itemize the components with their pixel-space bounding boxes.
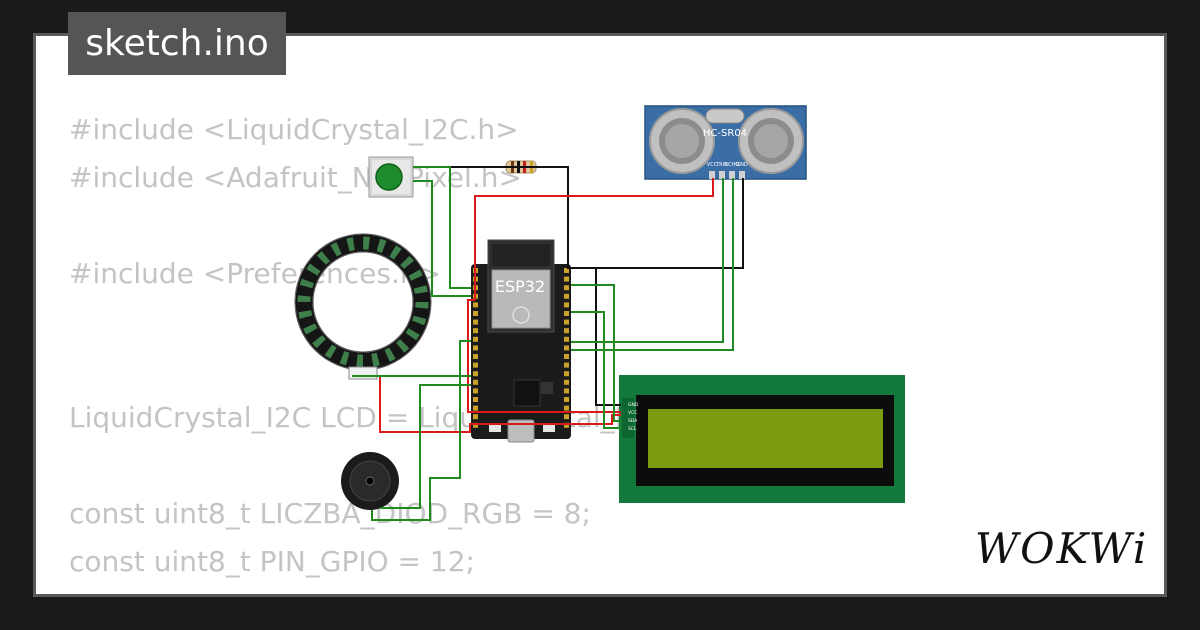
lcd-pin-label: VCC bbox=[628, 410, 637, 416]
sensor-label: HC-SR04 bbox=[703, 128, 747, 139]
esp32-pin bbox=[473, 422, 478, 428]
esp32-pin bbox=[473, 362, 478, 368]
esp32-pin bbox=[473, 388, 478, 394]
esp32-pin bbox=[564, 302, 569, 308]
neopixel-ring bbox=[294, 233, 432, 380]
code-line: const uint8_t LICZBA_DIOD_RGB = 8; bbox=[69, 497, 591, 530]
esp32-pin bbox=[564, 328, 569, 334]
code-line: const uint8_t PIN_GPIO = 12; bbox=[69, 545, 475, 578]
esp32-pins-right bbox=[564, 268, 569, 428]
esp32-pin bbox=[473, 414, 478, 420]
esp32-pin bbox=[564, 354, 569, 359]
esp32-pin bbox=[564, 293, 569, 299]
esp32-pin bbox=[564, 362, 569, 368]
esp32-pin bbox=[564, 388, 569, 394]
ultrasonic-sensor: HC-SR04 VCC TRIG ECHO GND bbox=[644, 105, 807, 180]
lcd-pin-label: SDA bbox=[628, 418, 638, 424]
esp32-pin bbox=[473, 311, 478, 316]
sensor-pin-label: GND bbox=[736, 162, 748, 168]
wire-black bbox=[568, 267, 621, 406]
code-background: #include <LiquidCrystal_I2C.h>#include <… bbox=[69, 106, 1083, 594]
wire-red bbox=[379, 376, 621, 433]
code-line: #include <LiquidCrystal_I2C.h> bbox=[69, 113, 519, 146]
esp32-pin bbox=[473, 345, 478, 351]
wire-green bbox=[371, 340, 471, 521]
esp32-pin bbox=[473, 405, 478, 411]
sensor-pin-label: VCC bbox=[707, 162, 718, 168]
esp32-pin bbox=[473, 319, 478, 325]
file-name-label: sketch.ino bbox=[68, 12, 286, 75]
lcd-pin-label: SCL bbox=[628, 426, 637, 432]
esp32-pin bbox=[564, 319, 569, 325]
esp32-pin bbox=[564, 379, 569, 385]
wire-green bbox=[380, 384, 471, 509]
wires bbox=[352, 166, 744, 521]
esp32-pin bbox=[564, 405, 569, 411]
code-line: Adafruit_NeoPixel pasek = Adafruit_NeoPi… bbox=[69, 586, 1083, 594]
esp32-board: ESP32 bbox=[471, 239, 571, 443]
pushbutton bbox=[368, 156, 414, 198]
esp32-pin bbox=[564, 285, 569, 291]
buzzer bbox=[341, 452, 399, 510]
esp32-pin bbox=[473, 302, 478, 308]
esp32-pin bbox=[564, 276, 569, 282]
esp32-pin bbox=[564, 311, 569, 316]
wire-green bbox=[571, 311, 621, 429]
wire-red bbox=[474, 178, 714, 300]
esp32-pin bbox=[473, 397, 478, 402]
preview-card: #include <LiquidCrystal_I2C.h>#include <… bbox=[33, 33, 1167, 597]
esp32-pin bbox=[473, 328, 478, 334]
esp32-pin bbox=[564, 268, 569, 273]
esp32-pin bbox=[473, 379, 478, 385]
sensor-pin-label: TRIG bbox=[715, 162, 728, 168]
esp32-pin bbox=[564, 422, 569, 428]
lcd-pin-label: GND bbox=[628, 402, 639, 408]
wire-green bbox=[571, 178, 724, 343]
esp32-pin bbox=[473, 336, 478, 342]
lcd-display: GND VCC SDA SCL bbox=[619, 375, 905, 503]
esp32-pin bbox=[564, 414, 569, 420]
wire-green bbox=[571, 178, 734, 351]
esp32-pin bbox=[564, 397, 569, 402]
esp32-pin bbox=[473, 371, 478, 377]
sensor-pin-label: ECHO bbox=[725, 162, 739, 168]
esp32-pin bbox=[564, 345, 569, 351]
wire-green bbox=[571, 284, 621, 422]
esp32-pin bbox=[564, 371, 569, 377]
wire-red bbox=[467, 299, 621, 413]
esp32-pin bbox=[564, 336, 569, 342]
wokwi-logo: WOKWi bbox=[975, 524, 1149, 573]
esp32-pin bbox=[473, 354, 478, 359]
wire-black bbox=[413, 166, 744, 269]
wire-green bbox=[413, 180, 471, 297]
esp32-label: ESP32 bbox=[495, 277, 545, 296]
wire-green bbox=[413, 166, 471, 289]
